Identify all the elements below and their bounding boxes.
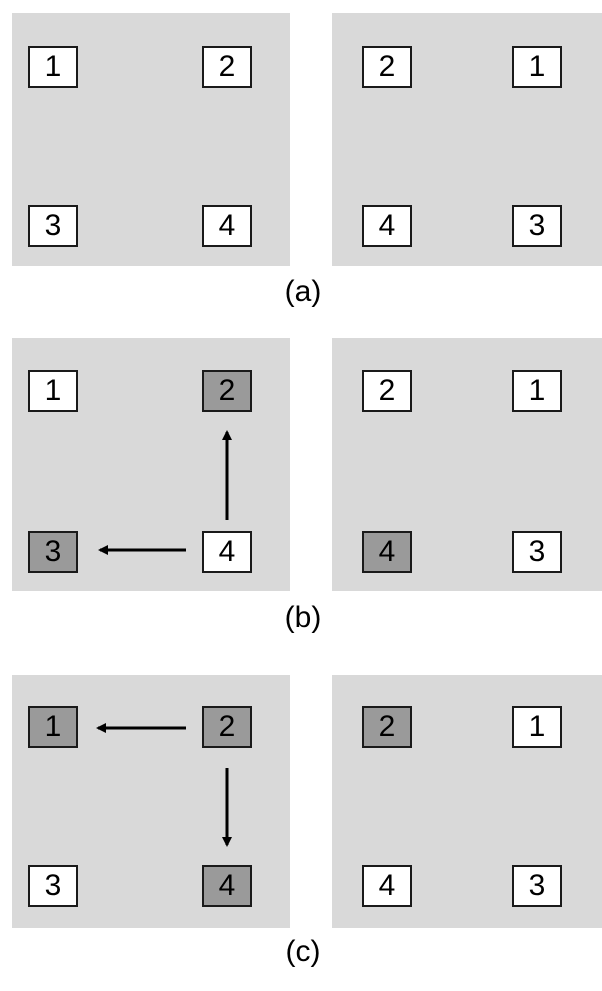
cell-a-left-br: 4 [202, 205, 252, 247]
cell-a-right-tl: 2 [362, 46, 412, 88]
cell-b-left-bl: 3 [28, 531, 78, 573]
cell-c-left-bl: 3 [28, 865, 78, 907]
cell-c-right-bl: 4 [362, 865, 412, 907]
caption-c: (c) [285, 935, 321, 968]
cell-a-right-tr: 1 [512, 46, 562, 88]
cell-b-right-br: 3 [512, 531, 562, 573]
cell-a-left-tr: 2 [202, 46, 252, 88]
caption-a: (a) [284, 275, 322, 308]
panel-a-right: 2 1 4 3 [332, 13, 602, 266]
cell-c-right-tr: 1 [512, 706, 562, 748]
caption-b: (b) [284, 601, 322, 634]
cell-a-right-bl: 4 [362, 205, 412, 247]
cell-a-left-tl: 1 [28, 46, 78, 88]
cell-b-left-tl: 1 [28, 370, 78, 412]
cell-c-left-tl: 1 [28, 706, 78, 748]
cell-b-right-tr: 1 [512, 370, 562, 412]
cell-b-right-tl: 2 [362, 370, 412, 412]
cell-a-right-br: 3 [512, 205, 562, 247]
cell-b-left-tr: 2 [202, 370, 252, 412]
cell-c-left-tr: 2 [202, 706, 252, 748]
panel-a-left: 1 2 3 4 [12, 13, 290, 266]
cell-c-right-tl: 2 [362, 706, 412, 748]
cell-b-right-bl: 4 [362, 531, 412, 573]
panel-b-right: 2 1 4 3 [332, 338, 602, 591]
panel-c-right: 2 1 4 3 [332, 675, 602, 928]
cell-a-left-bl: 3 [28, 205, 78, 247]
cell-c-left-br: 4 [202, 865, 252, 907]
cell-c-right-br: 3 [512, 865, 562, 907]
cell-b-left-br: 4 [202, 531, 252, 573]
panel-c-left: 1 2 3 4 [12, 675, 290, 928]
